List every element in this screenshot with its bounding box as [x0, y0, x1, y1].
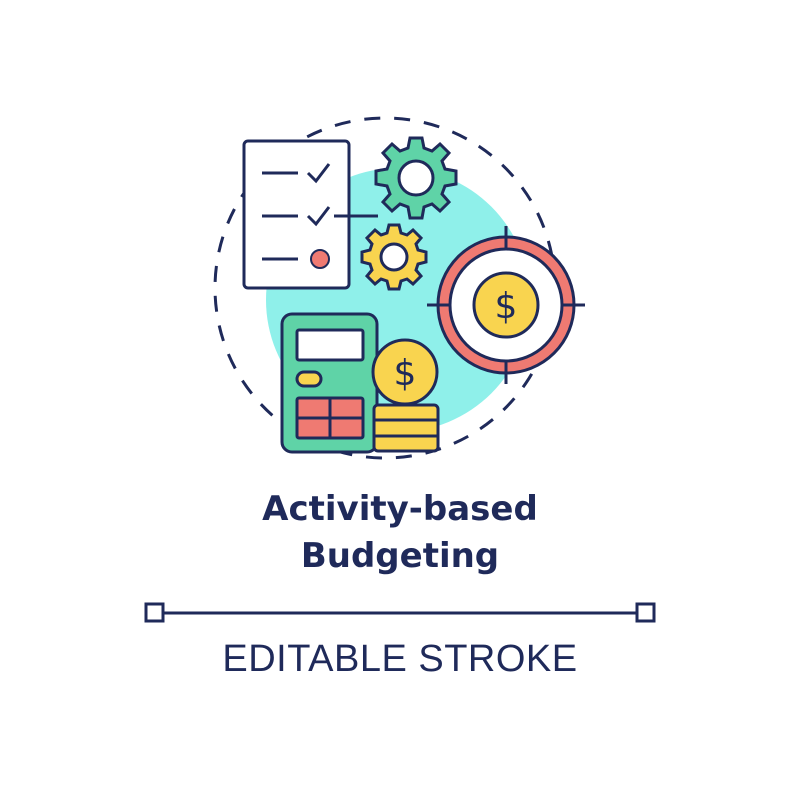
calculator-icon	[280, 312, 379, 454]
editable-stroke-indicator	[144, 602, 656, 623]
checklist-document-icon	[242, 139, 378, 290]
editable-stroke-label: EDITABLE STROKE	[222, 638, 578, 680]
target-dollar-icon: $	[427, 226, 585, 384]
concept-title-line-1: Activity-based	[262, 489, 538, 529]
coin-stack-icon: $	[371, 338, 440, 453]
concept-title-line-2: Budgeting	[300, 536, 500, 576]
gear-icon	[374, 136, 458, 220]
dollar-symbol: $	[495, 286, 518, 327]
dollar-symbol: $	[394, 353, 417, 394]
gear-icon	[360, 223, 428, 291]
